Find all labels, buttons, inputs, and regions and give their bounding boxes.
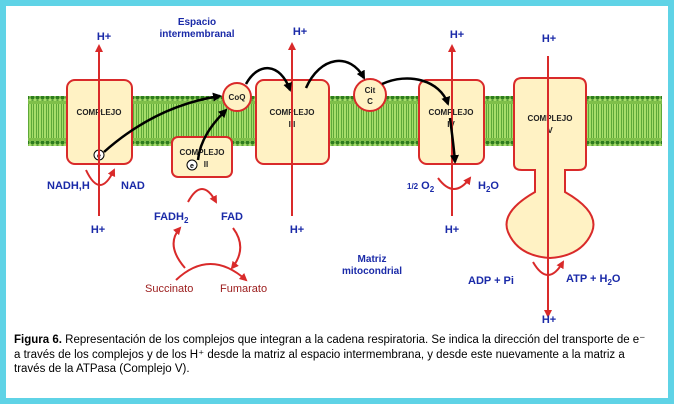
electron-path-coq-to-c3 (244, 66, 292, 92)
adp-to-atp-arrow (532, 260, 565, 276)
intermembrane-space-label: Espacio (178, 17, 216, 28)
complex-4-proton-in: H+ (445, 224, 459, 236)
complex-1-proton-out: H+ (97, 31, 111, 43)
svg-text:CoQ: CoQ (229, 93, 246, 102)
succinate-label: Succinato (145, 283, 193, 295)
svg-text:Cit: Cit (365, 86, 376, 95)
atp-label: ATP + H2O (566, 273, 621, 287)
fumarate-label: Fumarato (220, 283, 267, 295)
electron-path-c3-to-cytc (304, 59, 366, 89)
fadh2-label: FADH2 (154, 211, 189, 225)
complex-3-proton-out: H+ (293, 26, 307, 38)
figure-number: Figura 6. (14, 334, 62, 346)
caption-text: Representación de los complejos que inte… (14, 334, 646, 375)
complex-5-proton-bottom: H+ (542, 314, 556, 326)
svg-text:COMPLEJO: COMPLEJO (180, 148, 225, 157)
intermembrane-space-label-2: intermembranal (159, 29, 234, 40)
fad-to-fumarate-arrow (230, 227, 242, 270)
oxygen-to-water-arrow (437, 176, 472, 190)
complex-3-proton-in: H+ (290, 224, 304, 236)
succinate-to-fadh2-arrow (172, 226, 186, 269)
svg-text:COMPLEJO: COMPLEJO (528, 114, 573, 123)
coq-carrier: CoQ (222, 82, 252, 112)
complex-5-proton-top: H+ (542, 33, 556, 45)
svg-text:C: C (367, 97, 373, 106)
electron-path-c2-to-coq (196, 108, 228, 161)
complex-2-electron: e (186, 159, 198, 171)
cytochrome-c: Cit C (353, 78, 387, 112)
nadh-to-nad-arrow (85, 168, 116, 186)
nadh-label: NADH,H (47, 180, 90, 192)
electron-path-c1-to-coq (103, 92, 222, 153)
complex-4-proton-out: H+ (450, 29, 464, 41)
nad-label: NAD (121, 180, 145, 192)
adp-label: ADP + Pi (468, 275, 514, 287)
figure-caption: Figura 6. Representación de los complejo… (14, 333, 654, 383)
complex-1-proton-in: H+ (91, 224, 105, 236)
electron-path-c4-to-oxygen (448, 117, 459, 164)
succinate-fumarate-loop (175, 263, 248, 282)
fadh2-to-fad-arrow (187, 188, 217, 204)
svg-text:II: II (204, 160, 208, 169)
fad-label: FAD (221, 211, 243, 223)
matrix-label: Matriz (358, 254, 387, 265)
electron-path-cytc-to-c4 (381, 77, 451, 106)
svg-text:V: V (547, 126, 553, 135)
complex-5: COMPLEJO V (505, 77, 595, 260)
water-label: H2O (478, 180, 499, 194)
svg-text:e: e (190, 163, 194, 170)
matrix-label-2: mitocondrial (342, 266, 402, 277)
